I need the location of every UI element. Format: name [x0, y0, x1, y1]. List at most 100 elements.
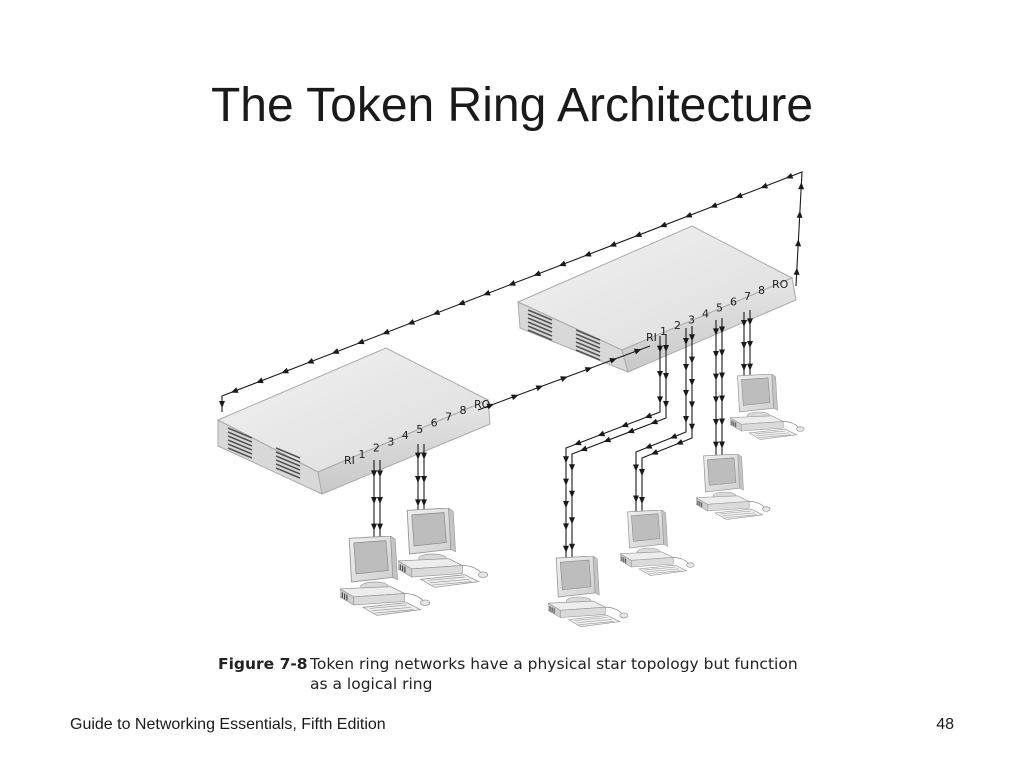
arrowhead-icon [633, 495, 639, 503]
arrowhead-icon [486, 403, 495, 410]
arrowhead-icon [580, 445, 588, 452]
arrowhead-icon [710, 202, 718, 208]
arrowhead-icon [432, 309, 441, 315]
arrowhead-icon [563, 478, 569, 486]
arrowhead-icon [421, 476, 427, 483]
arrowhead-icon [219, 172, 805, 553]
arrowhead-icon [633, 464, 639, 472]
arrowhead-icon [747, 318, 753, 326]
arrowhead-icon [735, 192, 743, 199]
arrowhead-icon [657, 396, 663, 404]
arrowhead-icon [569, 543, 575, 551]
arrowhead-icon [371, 470, 377, 478]
arrowhead-icon [669, 433, 678, 439]
arrowhead-icon [684, 211, 693, 218]
arrowhead-icon [659, 221, 668, 228]
arrowhead-icon [415, 476, 421, 483]
arrowhead-icon [371, 497, 377, 504]
arrowhead-icon [510, 394, 519, 401]
workstation-icon [398, 508, 489, 588]
arrowhead-icon [377, 470, 383, 478]
port-label: 3 [387, 435, 394, 448]
arrowhead-icon [634, 231, 642, 238]
arrowhead-icon [719, 372, 725, 380]
arrowhead-icon [689, 401, 695, 409]
arrowhead-icon [563, 523, 569, 531]
arrowhead-icon [798, 182, 805, 190]
arrowhead-icon [377, 497, 383, 504]
arrowhead-icon [639, 497, 645, 504]
arrowhead-icon [563, 501, 569, 508]
port-label: 3 [688, 313, 695, 326]
port-label: 5 [416, 423, 423, 436]
workstation-icon [620, 510, 695, 577]
arrowhead-icon [639, 469, 645, 476]
arrowhead-icon [627, 427, 635, 434]
arrowhead-icon [644, 443, 653, 449]
arrowhead-icon [219, 401, 225, 408]
arrowhead-icon [609, 241, 617, 247]
figure-label: Figure 7-8 [218, 655, 308, 673]
arrowhead-icon [683, 364, 689, 371]
mau-hub-icon [216, 347, 491, 495]
mau-hub-icon [516, 225, 797, 373]
arrowhead-icon [457, 299, 466, 306]
arrowhead-icon [558, 260, 567, 267]
arrowhead-icon [415, 452, 421, 460]
arrowhead-icon [741, 342, 747, 349]
arrowhead-icon [713, 441, 719, 449]
arrowhead-icon [713, 419, 719, 426]
arrowhead-icon [597, 430, 606, 437]
arrowhead-icon [650, 449, 659, 455]
arrowhead-icon [407, 319, 416, 325]
arrowhead-icon [569, 464, 575, 472]
arrowhead-icon [603, 436, 612, 443]
arrowhead-icon [689, 423, 695, 431]
arrowhead-icon [281, 367, 289, 374]
port-label: 4 [402, 429, 409, 442]
arrowhead-icon [689, 334, 695, 342]
arrowhead-icon [689, 379, 695, 386]
port-label: 1 [660, 325, 667, 338]
arrowhead-icon [713, 373, 719, 381]
port-label: 2 [373, 442, 380, 455]
arrowhead-icon [719, 349, 725, 357]
port-label: 4 [702, 307, 709, 320]
footer-book-title: Guide to Networking Essentials, Fifth Ed… [70, 716, 386, 733]
port-label: 7 [445, 410, 452, 423]
port-label: RI [646, 331, 657, 344]
arrowhead-icon [683, 338, 689, 345]
arrowhead-icon [689, 356, 695, 364]
arrowhead-icon [747, 341, 753, 348]
arrowhead-icon [796, 210, 803, 218]
arrowhead-icon [306, 358, 315, 364]
arrowhead-icon [760, 182, 769, 189]
arrowhead-icon [663, 401, 669, 408]
arrowhead-icon [535, 385, 544, 392]
arrowhead-icon [663, 345, 669, 352]
arrowhead-icon [230, 387, 239, 393]
slide-title: The Token Ring Architecture [210, 79, 814, 132]
arrowhead-icon [415, 499, 421, 507]
arrowhead-icon [331, 348, 340, 354]
arrowhead-icon [609, 357, 617, 364]
arrowhead-icon [713, 328, 719, 336]
arrowhead-icon [663, 373, 669, 380]
arrowhead-icon [583, 250, 592, 257]
port-label: 8 [758, 284, 765, 297]
arrowhead-icon [421, 499, 427, 507]
arrowhead-icon [747, 363, 753, 371]
workstation-icon [730, 374, 805, 441]
port-label: 8 [460, 404, 467, 417]
port-label: 7 [744, 290, 751, 303]
port-label: 6 [730, 296, 737, 309]
arrowhead-icon [675, 439, 684, 445]
arrowhead-icon [569, 490, 575, 498]
port-label: 5 [716, 302, 723, 315]
arrowhead-icon [719, 395, 725, 403]
arrowhead-icon [719, 326, 725, 334]
arrowhead-icon [785, 172, 794, 179]
